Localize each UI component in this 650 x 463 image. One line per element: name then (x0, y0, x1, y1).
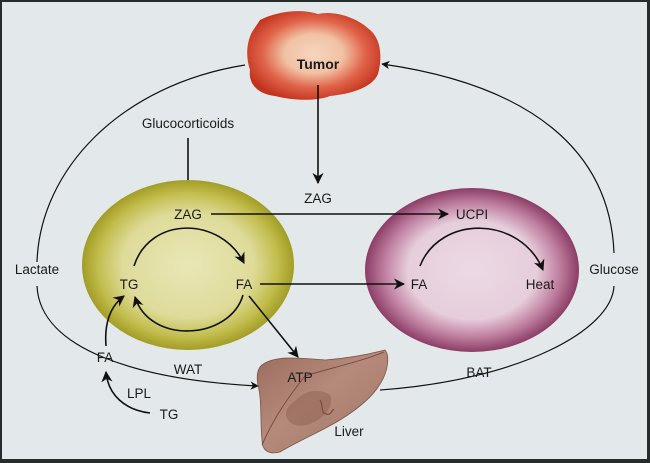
wat-fa-label: FA (236, 277, 253, 292)
bat-fa-label: FA (411, 277, 428, 292)
tumor-shape (247, 11, 381, 100)
bat-ucpi-label: UCPI (456, 207, 488, 222)
bat-ellipse (365, 188, 579, 352)
glucose-arc-upper (381, 60, 615, 254)
fa-to-tg-outside-arrow (104, 295, 125, 347)
diagram-svg: Tumor ZAG Glucocorticoids ZAG TG FA WAT … (15, 11, 639, 454)
liver-atp-label: ATP (287, 370, 312, 385)
fa-to-tg-cycle-arrow (132, 294, 244, 332)
lactate-label: Lactate (15, 262, 59, 277)
tg-to-fa-lpl-arrow (101, 370, 151, 414)
bat-heat-label: Heat (526, 277, 555, 292)
diagram-canvas: Tumor ZAG Glucocorticoids ZAG TG FA WAT … (2, 2, 647, 459)
glucocorticoids-label: Glucocorticoids (142, 116, 235, 131)
wat-zag-label: ZAG (174, 207, 202, 222)
lactate-arc (36, 64, 246, 263)
wat-ellipse (82, 180, 294, 350)
liver-lobe-line (261, 351, 385, 446)
fa-to-atp-arrow (248, 295, 299, 358)
zag-from-tumor-label: ZAG (304, 191, 332, 206)
fa-to-heat-arrow (419, 227, 545, 272)
wat-tg-label: TG (120, 277, 139, 292)
outside-fa-label: FA (97, 350, 114, 365)
bat-label: BAT (466, 365, 491, 380)
wat-label: WAT (174, 362, 203, 377)
glucose-label: Glucose (589, 262, 639, 277)
liver-label: Liver (334, 424, 364, 439)
liver-inner-shade (286, 390, 332, 426)
tumor-label: Tumor (297, 56, 340, 72)
lactate-arc-lower (36, 285, 259, 390)
liver-vessel (319, 399, 335, 415)
outside-tg-label: TG (160, 407, 179, 422)
tg-to-fa-cycle-arrow (133, 227, 245, 267)
lpl-label: LPL (127, 386, 152, 401)
glucose-arc-lower (379, 285, 615, 391)
